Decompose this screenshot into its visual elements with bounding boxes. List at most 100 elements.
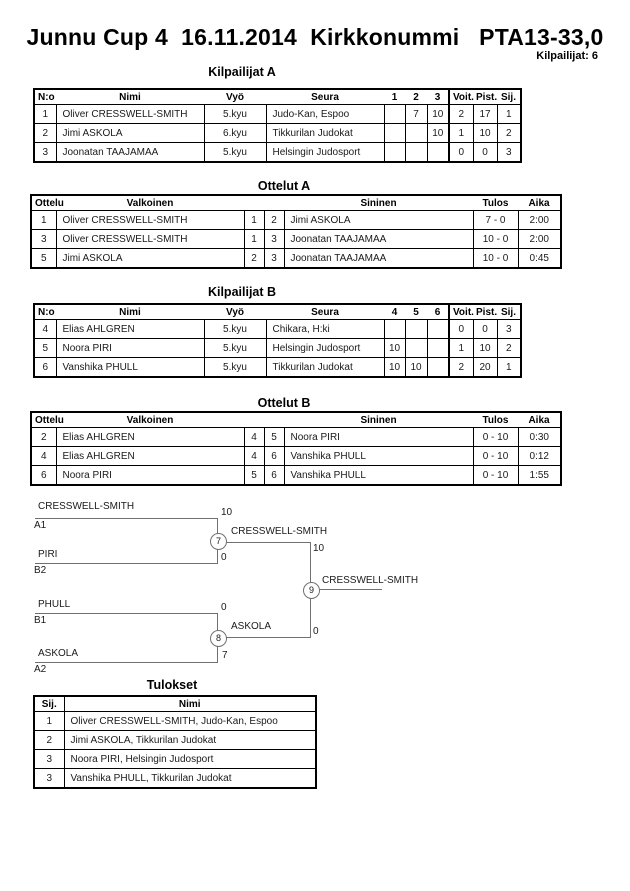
cell-sij: 1 [33,711,65,731]
bracket-winner-name: CRESSWELL-SMITH [231,526,328,537]
cell-score-4: 10 [383,338,406,358]
cell-ottelu: 5 [30,248,57,269]
ottelut-b-table: Ottelu Valkoinen Sininen Tulos Aika 2 El… [30,411,562,486]
cell-sij: 2 [496,123,522,143]
cell-sij: 3 [496,319,522,339]
col-header-vyo: Vyö [204,304,266,320]
cell-aika: 0:45 [517,248,562,269]
cell-nimi: Oliver CRESSWELL-SMITH [55,104,205,124]
col-header-pist: Pist. [473,89,497,105]
table-row: 4 Elias AHLGREN 5.kyu Chikara, H:ki 0 0 … [33,319,522,339]
cell-score-5 [404,338,428,358]
cell-aika: 0:12 [517,446,562,466]
cell-sij: 2 [33,730,65,750]
match-number-badge: 8 [210,630,227,647]
col-header-3: 3 [427,89,449,105]
bracket-winner-name: ASKOLA [231,621,272,632]
col-header-nimi: Nimi [56,89,204,105]
cell-sij: 1 [496,357,522,378]
col-header-nimi: Nimi [56,304,204,320]
cell-score-1 [383,142,406,163]
cell-sininen: Joonatan TAAJAMAA [283,229,474,249]
cell-pist: 10 [472,123,498,143]
cell-vyo: 6.kyu [203,123,267,143]
table-row: 3 Joonatan TAAJAMAA 5.kyu Helsingin Judo… [33,142,522,163]
cell-score-5: 10 [404,357,428,378]
table-header-row: Ottelu Valkoinen Sininen Tulos Aika [31,195,561,211]
cell-score-1 [383,104,406,124]
cell-no: 3 [33,142,57,163]
cell-ottelu: 4 [30,446,57,466]
bracket-line [217,542,310,543]
cell-no: 4 [33,319,57,339]
cell-aika: 1:55 [517,465,562,486]
tulokset-table: Sij. Nimi 1 Oliver CRESSWELL-SMITH, Judo… [33,695,317,789]
cell-sininen: Vanshika PHULL [283,465,474,486]
cell-tulos: 0 - 10 [472,465,519,486]
cell-score-6 [426,338,450,358]
cell-vyo: 5.kyu [203,104,267,124]
kilpailijat-b-table: N:o Nimi Vyö Seura 4 5 6 Voit. Pist. Sij… [33,303,522,378]
cell-seura: Chikara, H:ki [265,319,385,339]
cell-voit: 0 [448,319,474,339]
bracket-seed-label: A1 [34,520,47,531]
cell-valkoinen: Oliver CRESSWELL-SMITH [55,229,245,249]
cell-score-2: 7 [404,104,428,124]
cell-voit: 0 [448,142,474,163]
cell-valkoinen: Elias AHLGREN [55,446,245,466]
cell-blue-no: 6 [263,446,285,466]
cell-score-6 [426,319,450,339]
col-header-voit: Voit. [448,304,474,320]
cell-white-no: 1 [243,229,265,249]
table-row: 1 Oliver CRESSWELL-SMITH, Judo-Kan, Espo… [33,711,317,731]
cell-white-no: 1 [243,210,265,230]
cell-tulos: 10 - 0 [472,248,519,269]
bracket-seed-label: B1 [34,615,47,626]
cell-seura: Helsingin Judosport [265,338,385,358]
col-header-pist: Pist. [473,304,497,320]
bracket-line [35,518,217,519]
cell-nimi: Joonatan TAAJAMAA [55,142,205,163]
cell-sij: 3 [33,749,65,769]
table-row: 6 Vanshika PHULL 5.kyu Tikkurilan Judoka… [33,357,522,378]
bracket-score: 0 [221,552,227,563]
bracket-score: 7 [222,650,228,661]
cell-sininen: Vanshika PHULL [283,446,474,466]
table-row: 3 Vanshika PHULL, Tikkurilan Judokat [33,768,317,789]
cell-score-3: 10 [426,123,450,143]
col-header-sininen: Sininen [284,412,473,428]
table-row: 2 Elias AHLGREN 4 5 Noora PIRI 0 - 10 0:… [30,427,562,447]
col-header-bn [264,195,284,211]
cell-vyo: 5.kyu [203,319,267,339]
col-header-aika: Aika [518,195,561,211]
section-title-kilpailijat-b: Kilpailijat B [207,285,277,299]
table-row: 6 Noora PIRI 5 6 Vanshika PHULL 0 - 10 1… [30,465,562,486]
section-title-kilpailijat-a: Kilpailijat A [208,65,276,79]
cell-tulos: 0 - 10 [472,446,519,466]
bracket-winner-name: CRESSWELL-SMITH [322,575,419,586]
cell-blue-no: 2 [263,210,285,230]
cell-white-no: 2 [243,248,265,269]
col-header-bn [264,412,284,428]
bracket-score: 10 [313,543,325,554]
cell-nimi: Noora PIRI [55,338,205,358]
table-row: 5 Jimi ASKOLA 2 3 Joonatan TAAJAMAA 10 -… [30,248,562,269]
bracket-line [35,563,217,564]
col-header-sininen: Sininen [284,195,473,211]
col-header-valkoinen: Valkoinen [56,412,244,428]
cell-nimi: Jimi ASKOLA [55,123,205,143]
cell-sij: 3 [33,768,65,789]
cell-ottelu: 3 [30,229,57,249]
col-header-wn [244,195,264,211]
cell-ottelu: 2 [30,427,57,447]
cell-voit: 1 [448,338,474,358]
cell-white-no: 4 [243,446,265,466]
col-header-sij: Sij. [497,89,521,105]
cell-ottelu: 6 [30,465,57,486]
cell-aika: 2:00 [517,229,562,249]
cell-blue-no: 3 [263,229,285,249]
bracket-line [217,637,310,638]
cell-score-6 [426,357,450,378]
col-header-ottelu: Ottelu [31,412,64,428]
ottelut-a-table: Ottelu Valkoinen Sininen Tulos Aika 1 Ol… [30,194,562,269]
